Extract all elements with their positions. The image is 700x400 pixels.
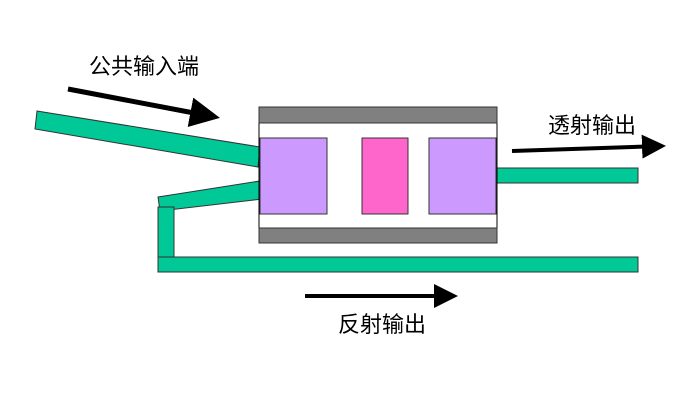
- reflected-fiber-horizontal: [157, 256, 639, 273]
- reflected-output-label: 反射输出: [338, 313, 426, 338]
- transmitted-output-label: 透射输出: [548, 114, 636, 139]
- common-input-label: 公共输入端: [89, 55, 199, 80]
- input-arrow: [67, 86, 220, 128]
- transmitted-fiber: [496, 167, 639, 184]
- input-fiber: [34, 110, 261, 168]
- left-lens: [259, 137, 328, 215]
- filter-element: [361, 137, 409, 215]
- transmitted-arrow: [511, 134, 666, 159]
- housing-bottom-plate: [258, 227, 498, 244]
- housing-top-plate: [258, 106, 498, 124]
- right-lens: [428, 137, 497, 215]
